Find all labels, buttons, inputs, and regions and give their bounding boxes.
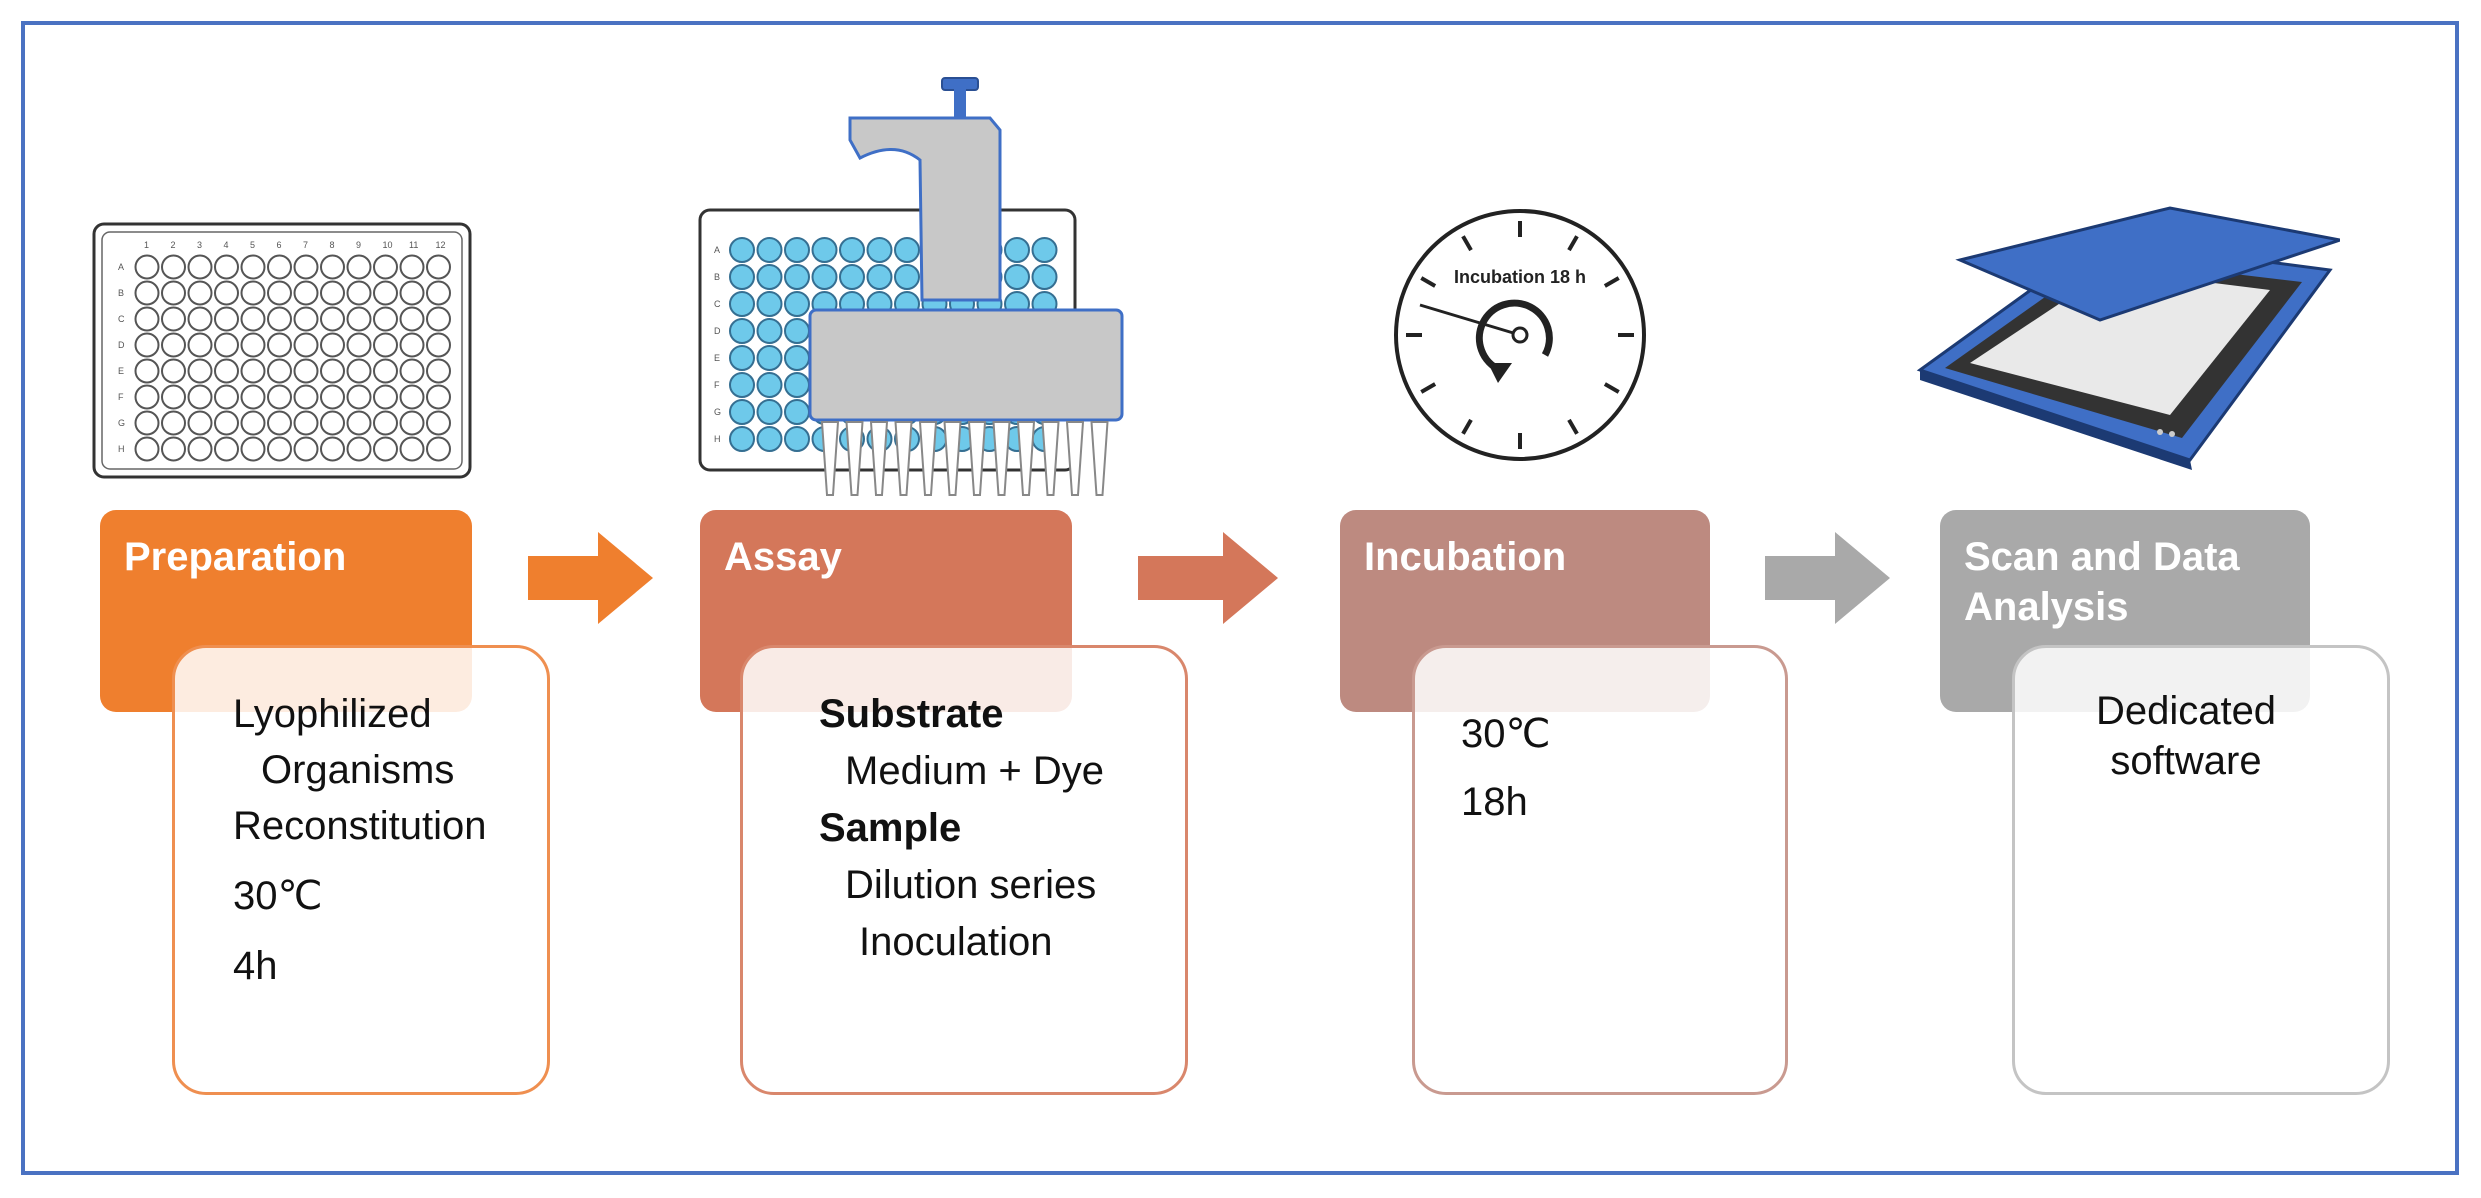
svg-text:D: D	[714, 326, 721, 336]
svg-text:B: B	[714, 272, 720, 282]
step-title: Assay	[724, 535, 842, 579]
svg-text:12: 12	[436, 240, 446, 250]
step-title-line-2: Analysis	[1964, 585, 2129, 629]
sample-detail: Dilution series	[845, 863, 1097, 907]
svg-text:A: A	[714, 245, 720, 255]
clock-label: Incubation 18 h	[1454, 267, 1586, 287]
card-line: software	[2110, 739, 2262, 783]
svg-text:11: 11	[409, 240, 418, 250]
svg-text:G: G	[714, 407, 721, 417]
card-line: Dedicated	[2095, 689, 2277, 733]
svg-text:F: F	[714, 380, 720, 390]
svg-text:F: F	[118, 392, 124, 402]
sample-heading: Sample	[819, 806, 962, 850]
arrow-right-icon	[1138, 532, 1278, 624]
arrow-right-icon	[528, 532, 653, 624]
detail-card-incubation: 30℃ 18h	[1412, 645, 1788, 1095]
svg-text:E: E	[714, 353, 720, 363]
step-title: Preparation	[124, 535, 347, 579]
detail-card-scan: Dedicated software	[2012, 645, 2390, 1095]
svg-text:G: G	[118, 418, 125, 428]
svg-text:4: 4	[224, 240, 229, 250]
multichannel-pipette-icon: A B C D E F G H	[698, 77, 1124, 496]
flatbed-scanner-icon	[1916, 206, 2340, 470]
card-line: 18h	[1461, 780, 1528, 824]
substrate-detail: Medium + Dye	[845, 749, 1104, 793]
svg-text:8: 8	[330, 240, 335, 250]
svg-text:C: C	[714, 299, 721, 309]
svg-text:5: 5	[250, 240, 255, 250]
step-title: Incubation	[1364, 535, 1567, 579]
card-line: 30℃	[1461, 712, 1551, 756]
svg-text:3: 3	[197, 240, 202, 250]
detail-card-assay: Substrate Medium + Dye Sample Dilution s…	[740, 645, 1188, 1095]
card-line: Organisms	[261, 748, 455, 792]
svg-text:E: E	[118, 366, 124, 376]
detail-card-preparation: Lyophilized Organisms Reconstitution 30℃…	[172, 645, 550, 1095]
clock-icon: Incubation 18 h	[1394, 209, 1646, 461]
step-title-line-1: Scan and Data	[1964, 535, 2240, 579]
svg-text:B: B	[118, 288, 124, 298]
svg-text:2: 2	[171, 240, 176, 250]
substrate-heading: Substrate	[819, 692, 1004, 736]
figure-frame	[21, 21, 2459, 1175]
card-line: 30℃	[233, 874, 323, 918]
svg-text:D: D	[118, 340, 125, 350]
svg-text:1: 1	[144, 240, 149, 250]
card-line: Reconstitution	[233, 804, 487, 848]
svg-text:10: 10	[383, 240, 393, 250]
sample-detail: Inoculation	[859, 920, 1053, 964]
card-line: 4h	[233, 944, 278, 988]
arrow-right-icon	[1765, 532, 1890, 624]
svg-text:6: 6	[277, 240, 282, 250]
svg-text:C: C	[118, 314, 125, 324]
svg-text:9: 9	[356, 240, 361, 250]
svg-text:A: A	[118, 262, 124, 272]
svg-text:H: H	[714, 434, 721, 444]
svg-text:7: 7	[303, 240, 308, 250]
card-line: Lyophilized	[233, 692, 432, 736]
svg-text:H: H	[118, 444, 125, 454]
